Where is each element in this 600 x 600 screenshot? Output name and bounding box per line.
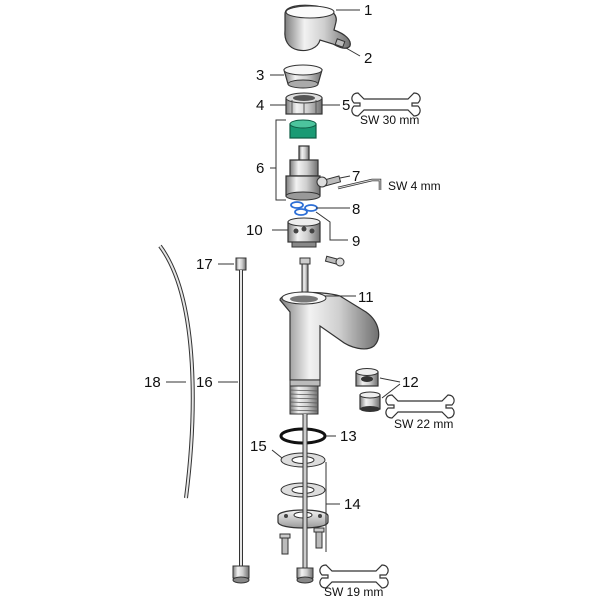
threaded-rod (296, 414, 314, 584)
label-part-2: 2 (364, 50, 372, 67)
leader-lines (166, 9, 401, 552)
base-screw (324, 255, 345, 267)
label-part-8: 8 (352, 201, 360, 218)
label-part-15: 15 (250, 438, 267, 455)
mounting-stud-top (299, 257, 311, 293)
label-sw-22: SW 22 mm (394, 417, 453, 431)
wrench-22-icon (385, 394, 455, 419)
label-part-18: 18 (144, 374, 161, 391)
cartridge-screw (316, 175, 342, 188)
label-part-4: 4 (256, 97, 264, 114)
cap-ring (283, 64, 323, 89)
tap-body (279, 291, 380, 415)
cartridge (285, 119, 321, 201)
label-part-17: 17 (196, 256, 213, 273)
wrench-19-icon (319, 564, 389, 589)
label-part-6: 6 (256, 160, 264, 177)
label-part-14: 14 (344, 496, 361, 513)
handle-screw (334, 38, 346, 48)
label-part-11: 11 (358, 289, 374, 306)
label-part-1: 1 (364, 2, 372, 19)
label-part-13: 13 (340, 428, 357, 445)
allen-key-icon (337, 178, 382, 190)
supply-hose (232, 257, 250, 584)
flexible-hose (158, 244, 195, 499)
label-part-12: 12 (402, 374, 419, 391)
label-part-5: 5 (342, 97, 350, 114)
valve-base (287, 217, 321, 248)
aerator (355, 368, 381, 412)
label-part-3: 3 (256, 67, 264, 84)
label-sw-19: SW 19 mm (324, 585, 383, 599)
label-part-7: 7 (352, 168, 360, 185)
plate-screws (279, 527, 325, 555)
wrench-30-icon (351, 92, 421, 117)
cartridge-nut (285, 92, 323, 115)
label-part-9: 9 (352, 233, 360, 250)
handle-lever (284, 4, 351, 52)
label-part-16: 16 (196, 374, 213, 391)
label-sw-4: SW 4 mm (388, 179, 441, 193)
o-rings (290, 201, 318, 216)
label-sw-30: SW 30 mm (360, 113, 419, 127)
label-part-10: 10 (246, 222, 263, 239)
